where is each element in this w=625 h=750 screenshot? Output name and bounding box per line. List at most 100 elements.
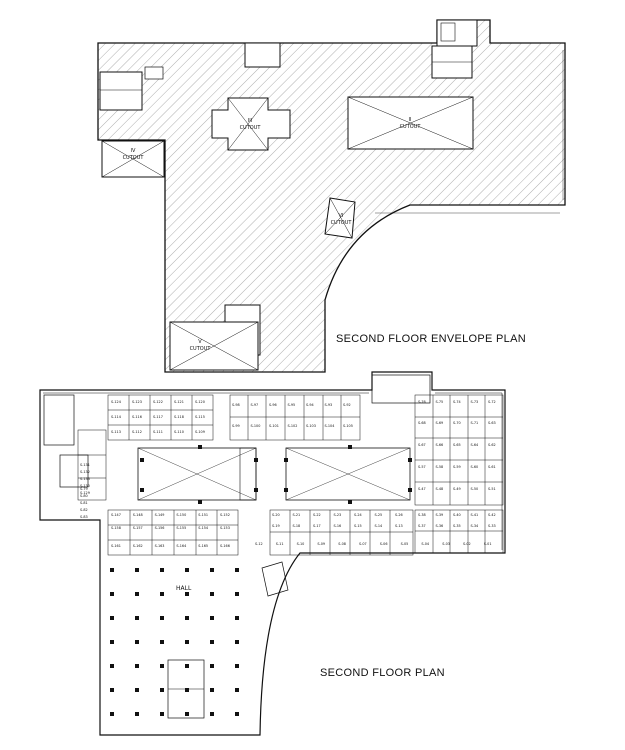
shop-unit-label: S-93 [325, 403, 333, 407]
shop-unit-label: S-154 [198, 526, 208, 530]
structural-column [135, 688, 139, 692]
lift-core-left [59, 454, 89, 488]
shop-unit-label: S-114 [111, 415, 121, 419]
envelope-plan-title: SECOND FLOOR ENVELOPE PLAN [336, 333, 526, 345]
structural-column [210, 712, 214, 716]
shop-unit-label: S-71 [471, 421, 479, 425]
shop-unit-label: S-82 [80, 508, 88, 512]
shop-unit-label: S-131 [80, 463, 90, 467]
shop-grid [77, 394, 504, 556]
shop-unit-label: S-01 [484, 542, 492, 546]
shop-unit-label: S-81 [80, 501, 88, 505]
structural-column [348, 500, 352, 504]
shop-unit-label: S-80 [80, 494, 88, 498]
shop-unit-label: S-51 [488, 487, 496, 491]
shop-unit-label: S-20 [272, 513, 280, 517]
structural-column [284, 458, 288, 462]
shop-unit-label: S-149 [155, 513, 165, 517]
cutout-vi-number: VI [339, 213, 344, 219]
shop-unit-label: S-42 [488, 513, 496, 517]
shop-unit-label: S-63 [488, 421, 496, 425]
shop-unit-label: S-117 [153, 415, 163, 419]
shop-unit-label: S-24 [354, 513, 362, 517]
shop-unit-label: S-104 [325, 424, 335, 428]
cutout-v-number: V [198, 339, 202, 345]
structural-column [235, 568, 239, 572]
structural-column [160, 568, 164, 572]
structural-column [235, 664, 239, 668]
shop-unit-label: S-25 [375, 513, 383, 517]
structural-column [235, 616, 239, 620]
structural-column [254, 458, 258, 462]
shop-unit-label: S-19 [272, 524, 280, 528]
structural-column [185, 688, 189, 692]
floor-plan-title: SECOND FLOOR PLAN [320, 667, 445, 679]
shop-unit-label: S-66 [436, 443, 444, 447]
shop-unit-label: S-59 [453, 465, 461, 469]
shop-unit-label: S-105 [343, 424, 353, 428]
shop-unit-label: S-118 [174, 415, 184, 419]
structural-column [185, 640, 189, 644]
shop-unit-label: S-13 [395, 524, 403, 528]
structural-column [210, 664, 214, 668]
structural-column [135, 640, 139, 644]
shop-unit-label: S-74 [453, 400, 461, 404]
shop-unit-label: S-111 [153, 430, 163, 434]
shop-unit-label: S-97 [251, 403, 259, 407]
shop-unit-label: S-62 [488, 443, 496, 447]
shop-unit-label: S-02 [463, 542, 471, 546]
shop-unit-label: S-103 [306, 424, 316, 428]
structural-column [110, 592, 114, 596]
hall-label: HALL [176, 585, 192, 592]
shop-unit-label: S-161 [111, 544, 121, 548]
shop-unit-label: S-67 [418, 443, 426, 447]
shop-unit-label: S-163 [155, 544, 165, 548]
shop-unit-label: S-65 [453, 443, 461, 447]
shop-unit-label: S-166 [220, 544, 230, 548]
shop-unit-label: S-10 [297, 542, 305, 546]
shop-unit-label: S-39 [436, 513, 444, 517]
structural-column [254, 488, 258, 492]
shop-unit-label: S-26 [395, 513, 403, 517]
structural-column [160, 712, 164, 716]
shop-unit-label: S-69 [436, 421, 444, 425]
structural-column [140, 488, 144, 492]
shop-unit-label: S-49 [453, 487, 461, 491]
structural-column [135, 592, 139, 596]
structural-column [408, 458, 412, 462]
shop-unit-label: S-64 [471, 443, 479, 447]
column-grid [110, 445, 412, 716]
shop-unit-label: S-113 [111, 430, 121, 434]
shop-unit-label: S-148 [133, 513, 143, 517]
shop-unit-label: S-14 [375, 524, 383, 528]
structural-column [235, 688, 239, 692]
cutout-iv: IV CUTOUT [101, 140, 165, 178]
shop-unit-label: S-115 [195, 415, 205, 419]
shop-unit-label: S-164 [176, 544, 186, 548]
shop-unit-label: S-35 [453, 524, 461, 528]
structural-column [210, 688, 214, 692]
envelope-outline [97, 19, 566, 373]
shop-unit-label: S-112 [132, 430, 142, 434]
shop-unit-label: S-03 [442, 542, 450, 546]
structural-column [348, 445, 352, 449]
shop-unit-label: S-41 [471, 513, 479, 517]
shop-unit-label: S-57 [418, 465, 426, 469]
structural-column [160, 592, 164, 596]
shop-unit-label: S-132 [80, 470, 90, 474]
floor-outline [39, 371, 506, 736]
structural-column [210, 616, 214, 620]
structural-column [198, 500, 202, 504]
shop-unit-label: S-83 [80, 515, 88, 519]
shop-unit-label: S-162 [133, 544, 143, 548]
shop-unit-label: S-153 [220, 526, 230, 530]
shop-unit-label: S-102 [288, 424, 298, 428]
cutout-vi: VI CUTOUT [324, 197, 356, 239]
shop-unit-label: S-12 [255, 542, 263, 546]
shop-unit-label: S-38 [418, 513, 426, 517]
stair-core-right [371, 374, 431, 404]
shop-unit-label: S-37 [418, 524, 426, 528]
cutout-ii-number: II [409, 117, 412, 123]
shop-unit-label: S-116 [132, 415, 142, 419]
